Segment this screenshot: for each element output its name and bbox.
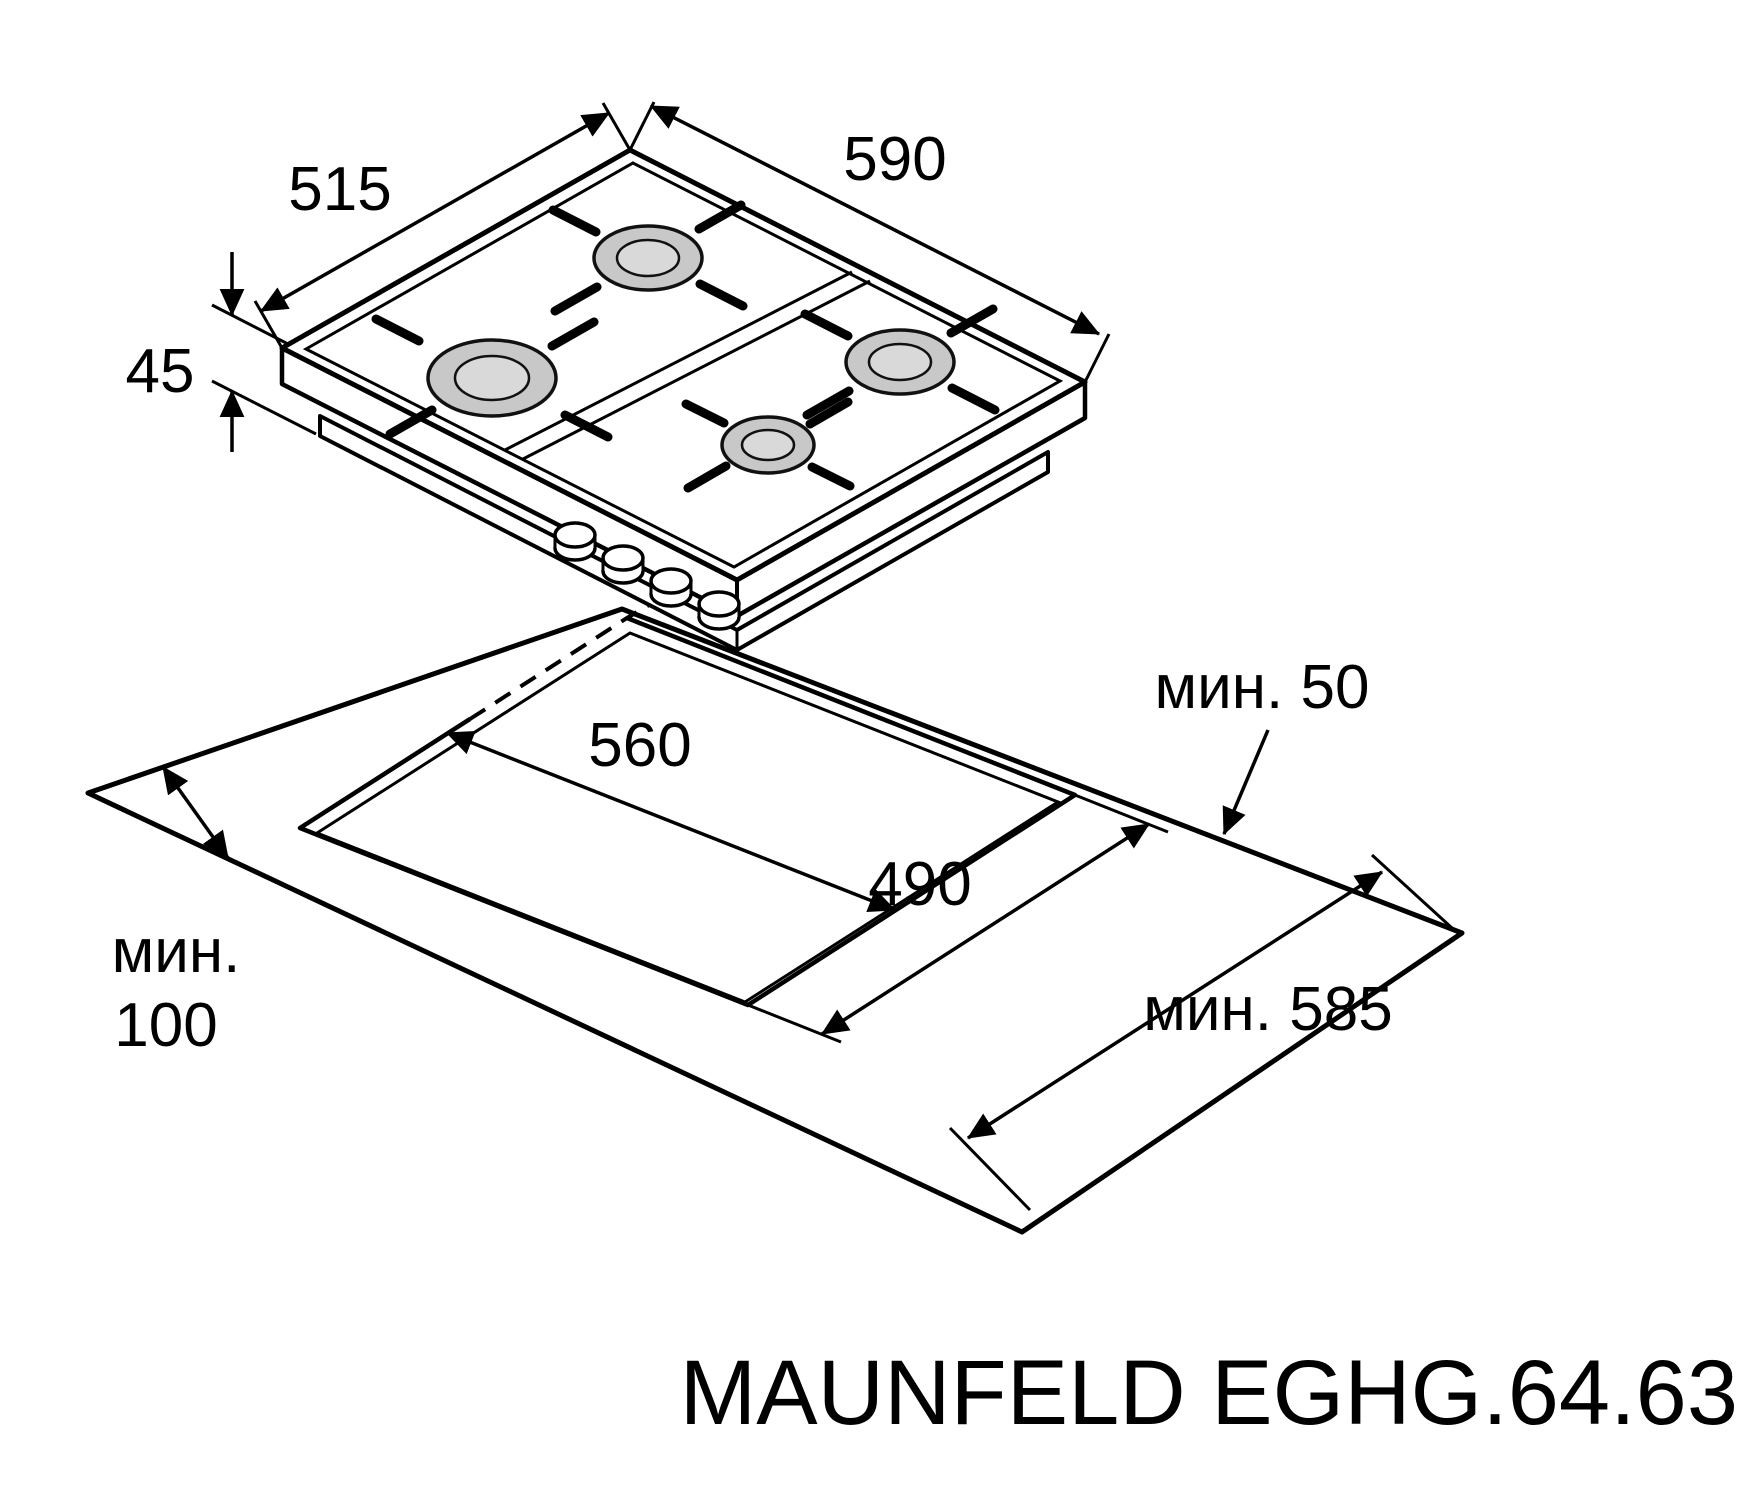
hob-width-label: 590 — [843, 125, 946, 194]
control-knob — [553, 521, 597, 562]
side-clearance-label: мин. 585 — [1143, 975, 1392, 1044]
front-clearance-label-line2: 100 — [114, 991, 217, 1060]
model-title: MAUNFELD EGHG.64.63 — [680, 1342, 1738, 1444]
side-clearance-dimension: мин. 585 — [948, 853, 1454, 1212]
hob-height-label: 45 — [126, 337, 195, 406]
control-knob — [697, 590, 741, 631]
cutout-inner-lip — [313, 631, 1062, 1004]
burner-left — [426, 338, 558, 418]
hob-width-dimension: 590 — [628, 101, 1111, 383]
hob-isometric-view — [279, 147, 1088, 652]
burner-right — [844, 328, 956, 396]
burner-back — [592, 224, 704, 292]
back-clearance-label: мин. 50 — [1155, 653, 1370, 722]
burner-front — [720, 415, 816, 475]
control-knob — [649, 567, 693, 608]
cutout-depth-label: 490 — [868, 850, 971, 919]
cutout-width-label: 560 — [588, 711, 691, 780]
hob-height-dimension: 45 — [126, 252, 317, 452]
cutout-width-dimension: 560 — [445, 711, 897, 912]
hob-depth-dimension: 515 — [253, 102, 632, 349]
front-clearance-label-line1: мин. — [112, 917, 241, 986]
front-clearance-dimension: мин. 100 — [112, 765, 241, 1060]
hob-depth-label: 515 — [288, 155, 391, 224]
back-clearance-dimension: мин. 50 — [1155, 653, 1370, 836]
control-knob — [601, 544, 645, 585]
